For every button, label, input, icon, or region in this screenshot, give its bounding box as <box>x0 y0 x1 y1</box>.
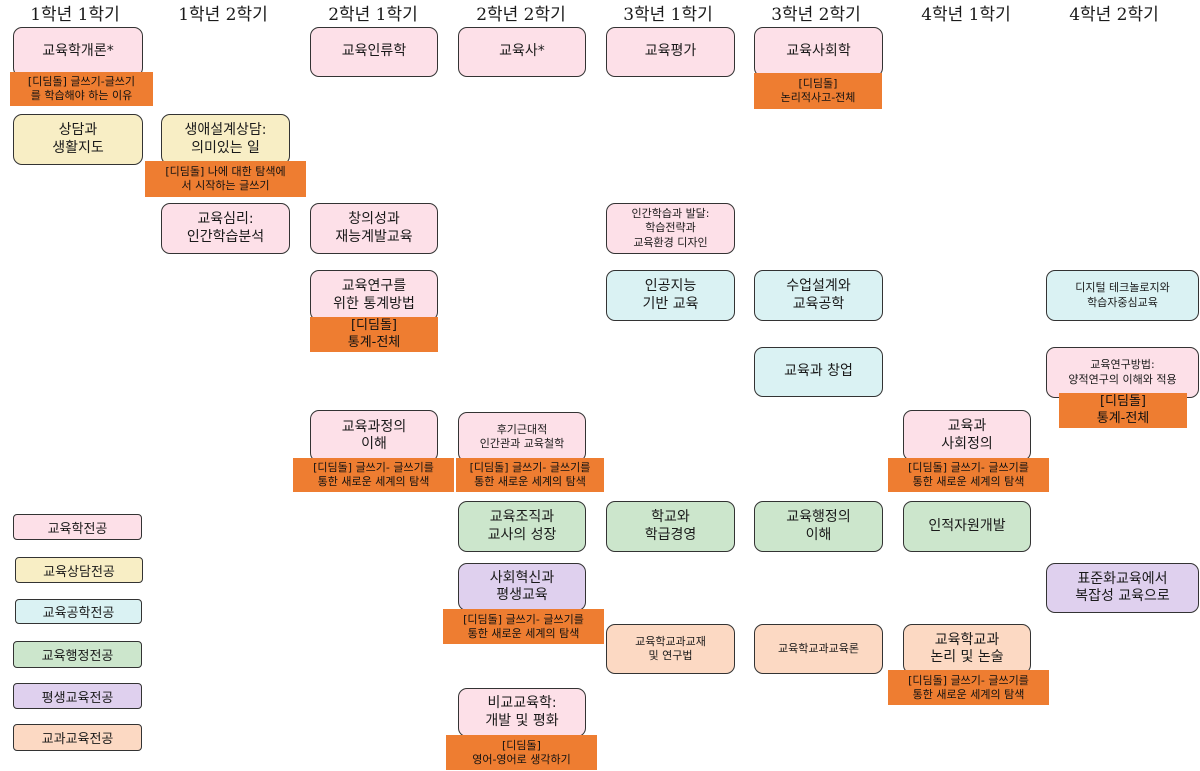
course-box: 디지털 테크놀로지와 학습자중심교육 <box>1046 270 1199 321</box>
course-box: 교육과 창업 <box>754 347 883 397</box>
course-box: 교육평가 <box>606 27 735 77</box>
digidol-badge: [디딤돌] 글쓰기- 글쓰기를 통한 새로운 세계의 탐색 <box>456 458 604 492</box>
course-box: 비교교육학: 개발 및 평화 <box>458 688 586 737</box>
digidol-badge: [디딤돌] 글쓰기- 글쓰기를 통한 새로운 세계의 탐색 <box>888 458 1049 492</box>
digidol-badge: [디딤돌] 논리적사고-전체 <box>754 73 882 109</box>
course-box: 교육조직과 교사의 성장 <box>458 501 586 552</box>
course-box: 인적자원개발 <box>903 501 1031 552</box>
legend-item: 교육학전공 <box>13 514 142 540</box>
course-box: 교육행정의 이해 <box>754 501 883 552</box>
course-box: 교육학교과 논리 및 논술 <box>903 624 1031 674</box>
digidol-badge: [디딤돌] 글쓰기- 글쓰기를 통한 새로운 세계의 탐색 <box>443 609 604 644</box>
semester-header-1-2: 1학년 2학기 <box>178 5 268 25</box>
course-box: 교육학개론* <box>13 27 143 77</box>
legend-item: 평생교육전공 <box>13 683 142 709</box>
course-box: 교육심리: 인간학습분석 <box>161 203 290 254</box>
semester-header-2-1: 2학년 1학기 <box>328 5 418 25</box>
course-box: 인간학습과 발달: 학습전략과 교육환경 디자인 <box>606 203 735 254</box>
course-box: 수업설계와 교육공학 <box>754 270 883 321</box>
course-box: 표준화교육에서 복잡성 교육으로 <box>1046 563 1199 613</box>
course-box: 생애설계상담: 의미있는 일 <box>161 114 290 165</box>
semester-header-3-2: 3학년 2학기 <box>771 5 861 25</box>
digidol-badge: [디딤돌] 글쓰기- 글쓰기를 통한 새로운 세계의 탐색 <box>888 670 1049 705</box>
digidol-badge: [디딤돌] 영어-영어로 생각하기 <box>446 735 597 770</box>
course-box: 사회혁신과 평생교육 <box>458 563 586 611</box>
course-box: 교육인류학 <box>310 27 438 77</box>
semester-header-1-1: 1학년 1학기 <box>30 5 120 25</box>
course-box: 교육과정의 이해 <box>310 410 438 462</box>
course-box: 창의성과 재능계발교육 <box>310 203 438 254</box>
course-box: 교육연구방법: 양적연구의 이해와 적용 <box>1046 347 1199 398</box>
course-box: 교육연구를 위한 통계방법 <box>310 270 438 321</box>
course-box: 상담과 생활지도 <box>13 114 143 165</box>
course-box: 교육학교과교육론 <box>754 624 883 674</box>
digidol-badge: [디딤돌] 통계-전체 <box>1059 393 1187 428</box>
semester-header-4-1: 4학년 1학기 <box>921 5 1011 25</box>
semester-header-2-2: 2학년 2학기 <box>476 5 566 25</box>
course-box: 교육사회학 <box>754 27 883 77</box>
legend-item: 교육상담전공 <box>15 557 143 583</box>
digidol-badge: [디딤돌] 글쓰기-글쓰기 를 학습해야 하는 이유 <box>10 72 153 106</box>
course-box: 교육과 사회정의 <box>903 410 1031 461</box>
digidol-badge: [디딤돌] 나에 대한 탐색에 서 시작하는 글쓰기 <box>145 161 306 197</box>
course-box: 학교와 학급경영 <box>606 501 735 552</box>
legend-item: 교육행정전공 <box>13 641 142 668</box>
semester-header-3-1: 3학년 1학기 <box>623 5 713 25</box>
legend-item: 교육공학전공 <box>15 599 142 624</box>
course-box: 인공지능 기반 교육 <box>606 270 735 321</box>
digidol-badge: [디딤돌] 글쓰기- 글쓰기를 통한 새로운 세계의 탐색 <box>293 458 454 492</box>
course-box: 교육사* <box>458 27 586 77</box>
digidol-badge: [디딤돌] 통계-전체 <box>310 317 438 352</box>
course-box: 후기근대적 인간관과 교육철학 <box>458 412 586 462</box>
legend-item: 교과교육전공 <box>13 724 142 751</box>
semester-header-4-2: 4학년 2학기 <box>1069 5 1159 25</box>
course-box: 교육학교과교재 및 연구법 <box>606 624 735 674</box>
